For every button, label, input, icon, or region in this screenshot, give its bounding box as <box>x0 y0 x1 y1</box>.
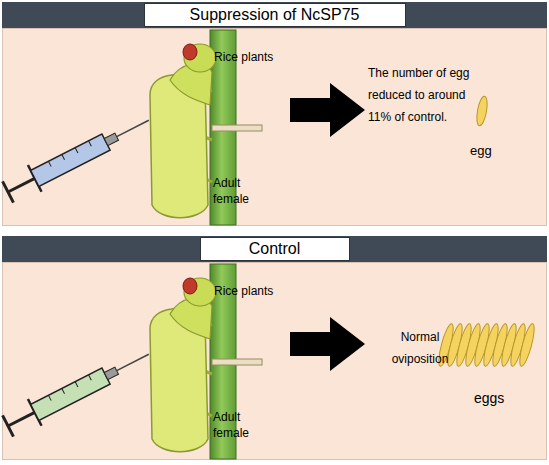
figure-label: Rice plants <box>214 283 284 299</box>
panel-box: Suppression of NcSP75 <box>2 2 547 226</box>
panel-heading: Suppression of NcSP75 <box>144 3 406 27</box>
figure-label: Adult female <box>213 409 259 441</box>
panel-box: Control <box>2 236 547 460</box>
figure-label: Adult female <box>213 175 259 207</box>
figure-label: egg <box>470 143 510 159</box>
header-bar: Suppression of NcSP75 <box>2 2 547 28</box>
figure-label: Rice plants <box>214 49 284 65</box>
panel-heading: Control <box>200 237 350 261</box>
figure-label: Normal oviposition <box>378 326 462 370</box>
panel-background <box>2 28 547 226</box>
panel-background <box>2 262 547 460</box>
header-bar: Control <box>2 236 547 262</box>
figure-label: eggs <box>474 390 524 406</box>
figure-label: The number of egg reduced to around 11% … <box>368 62 486 128</box>
